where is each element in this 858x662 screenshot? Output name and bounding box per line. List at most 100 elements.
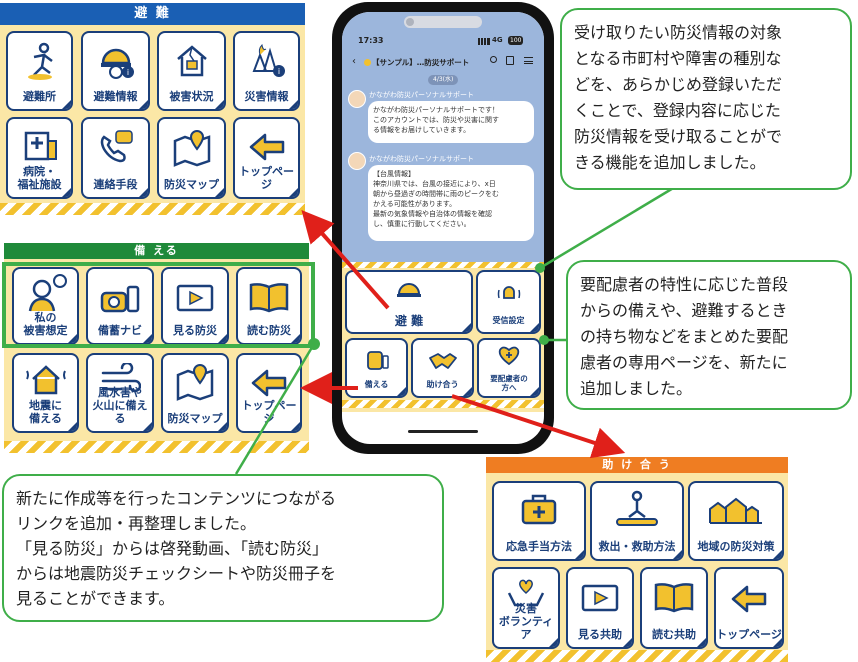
hinan-header: 避 難 — [0, 3, 305, 25]
forest-fire-info-icon: i — [252, 43, 285, 77]
tile-bosai-map-2[interactable]: 防災マップ — [161, 353, 229, 433]
tile-label: 地域の防災対策 — [697, 540, 775, 553]
message-bubble-1: かながわ防災パーソナルサポートです！ このアカウントでは、防災や災害に関す る情… — [368, 101, 534, 143]
town-icon — [709, 497, 762, 524]
tile-yomu-bosai[interactable]: 読む防災 — [236, 267, 302, 345]
bot-name: かながわ防災パーソナルサポート — [369, 155, 474, 163]
tile-label: 読む共助 — [652, 628, 696, 641]
richmenu-label: 助け合う — [426, 380, 459, 389]
canned-food-icon — [100, 285, 140, 313]
richmenu-label: 避 難 — [394, 314, 424, 328]
tile-kyushutsu-kyujo[interactable]: 救出・救助方法 — [590, 481, 684, 561]
open-book-icon — [654, 583, 694, 613]
tile-jishin-sonaeru[interactable]: 地震に 備える — [12, 353, 79, 433]
tile-miru-bosai[interactable]: 見る防災 — [161, 267, 229, 345]
tasukeau-header: 助 け 合 う — [486, 457, 788, 473]
tile-top-page[interactable]: トップページ — [233, 117, 300, 199]
richmenu-hinan-button[interactable]: 避 難 — [345, 270, 473, 334]
callout-jushin-settei: 受け取りたい防災情報の対象 となる市町村や障害の種別な どを、あらかじめ登録いた… — [560, 8, 852, 190]
heart-hands-icon — [507, 579, 545, 607]
video-play-icon — [176, 284, 214, 312]
hinan-panel: 避 難 避難所 i 避難情報 被害状況 i 災害情報 病院・ 福祉施設 連絡手段… — [0, 3, 305, 215]
tile-label: 私の 被害想定 — [23, 311, 68, 337]
tile-chiiki-bosai-taisaku[interactable]: 地域の防災対策 — [688, 481, 784, 561]
signal-icon — [478, 38, 490, 45]
tile-label: 備蓄ナビ — [98, 324, 142, 337]
phone-screen: 17:33 4G 100 ‹ 【サンプル】…防災サポート 4/3(水) かながわ… — [342, 12, 544, 444]
tile-label: 風水害や 火山に備える — [92, 386, 148, 425]
hospital-icon — [24, 131, 57, 161]
tile-fusuigai-kazan[interactable]: 風水害や 火山に備える — [86, 353, 154, 433]
panel-stripes — [4, 441, 309, 453]
helmet-info-icon: i — [100, 48, 134, 79]
earthquake-house-icon — [25, 365, 66, 395]
richmenu-yohairyo-button[interactable]: 要配慮者の 方へ — [477, 338, 541, 398]
tile-saigai-joho[interactable]: i 災害情報 — [233, 31, 300, 111]
tile-label: 防災マップ — [167, 412, 223, 425]
sonaeru-highlight-box — [2, 262, 315, 348]
home-indicator — [408, 430, 478, 433]
notch-camera — [406, 18, 414, 26]
hamburger-icon[interactable] — [524, 57, 533, 64]
map-pin-icon — [173, 129, 210, 167]
connector-top-callout — [539, 182, 681, 270]
backpack-icon — [366, 351, 389, 370]
bot-avatar — [348, 90, 366, 108]
bot-name: かながわ防災パーソナルサポート — [369, 91, 474, 99]
tile-byoin[interactable]: 病院・ 福祉施設 — [6, 117, 73, 199]
tasukeau-panel: 助 け 合 う 応急手当方法 救出・救助方法 地域の防災対策 災害 ボランティア… — [486, 457, 788, 662]
helmet-icon — [397, 283, 421, 297]
tile-label: トップページ — [716, 628, 782, 641]
tile-bichiku-navi[interactable]: 備蓄ナビ — [86, 267, 154, 345]
evacuation-run-icon — [27, 42, 53, 80]
richmenu-sonaeru-button[interactable]: 備える — [345, 338, 408, 398]
tile-label: 災害情報 — [244, 90, 289, 103]
smartphone: 17:33 4G 100 ‹ 【サンプル】…防災サポート 4/3(水) かながわ… — [332, 2, 554, 454]
callout-sonaeru-links: 新たに作成等を行ったコンテンツにつながる リンクを追加・再整理しました。 「見る… — [2, 474, 444, 622]
tile-label: 連絡手段 — [93, 178, 138, 191]
tile-top-page-2[interactable]: トップページ — [236, 353, 302, 433]
tile-hinan-joho[interactable]: i 避難情報 — [81, 31, 150, 111]
panel-stripes — [0, 203, 305, 215]
message-bubble-2: 【台風情報】 神奈川県では、台風の接近により、x日 朝から昼過ぎの時間帯に雨のピ… — [368, 165, 534, 241]
battery-icon: 100 — [508, 36, 524, 45]
tile-label: トップページ — [239, 165, 294, 191]
cpr-icon — [616, 490, 658, 526]
tile-bosai-map[interactable]: 防災マップ — [157, 117, 226, 199]
tile-watashi-higai-sotei[interactable]: 私の 被害想定 — [12, 267, 79, 345]
tile-label: 見る防災 — [173, 324, 217, 337]
tile-miru-kyojo[interactable]: 見る共助 — [566, 567, 634, 649]
richmenu-jushin-settei-button[interactable]: 受信設定 — [476, 270, 541, 334]
tile-higai-jokyo[interactable]: 被害状況 — [157, 31, 226, 111]
callout-text: 受け取りたい防災情報の対象 となる市町村や障害の種別な どを、あらかじめ登録いた… — [574, 23, 783, 172]
tile-renraku-shudan[interactable]: 連絡手段 — [81, 117, 150, 199]
richmenu-label: 要配慮者の 方へ — [490, 374, 528, 392]
richmenu-tasukeau-button[interactable]: 助け合う — [411, 338, 474, 398]
phone-chat-icon — [100, 130, 133, 163]
callout-text: 新たに作成等を行ったコンテンツにつながる リンクを追加・再整理しました。 「見る… — [16, 489, 337, 608]
tile-hinanjo[interactable]: 避難所 — [6, 31, 73, 111]
open-book-icon — [249, 283, 289, 313]
tile-saigai-volunteer[interactable]: 災害 ボランティア — [492, 567, 560, 649]
menu-list-icon[interactable] — [506, 56, 514, 65]
tile-okyu-teate[interactable]: 応急手当方法 — [492, 481, 586, 561]
tile-label: 応急手当方法 — [506, 540, 572, 553]
svg-text:i: i — [126, 68, 128, 77]
heart-plus-icon — [498, 346, 520, 366]
status-time: 17:33 — [358, 36, 384, 45]
tile-label: 災害 ボランティア — [498, 602, 554, 641]
bot-avatar — [348, 152, 366, 170]
callout-yohairyo: 要配慮者の特性に応じた普段 からの備えや、避難するとき の持ち物などをまとめた要… — [566, 260, 852, 410]
rich-menu-stripe-top — [342, 262, 544, 268]
back-chevron-icon[interactable]: ‹ — [352, 56, 356, 67]
first-aid-kit-icon — [521, 494, 557, 525]
tile-label: 被害状況 — [169, 90, 214, 103]
search-icon[interactable] — [490, 56, 497, 63]
tile-label: トップページ — [241, 399, 297, 425]
tile-yomu-kyojo[interactable]: 読む共助 — [640, 567, 708, 649]
tile-top-page-3[interactable]: トップページ — [714, 567, 784, 649]
account-badge-icon — [364, 59, 371, 66]
person-thinking-icon — [28, 274, 67, 312]
arrow-left-icon — [251, 369, 287, 397]
video-play-icon — [581, 584, 619, 612]
